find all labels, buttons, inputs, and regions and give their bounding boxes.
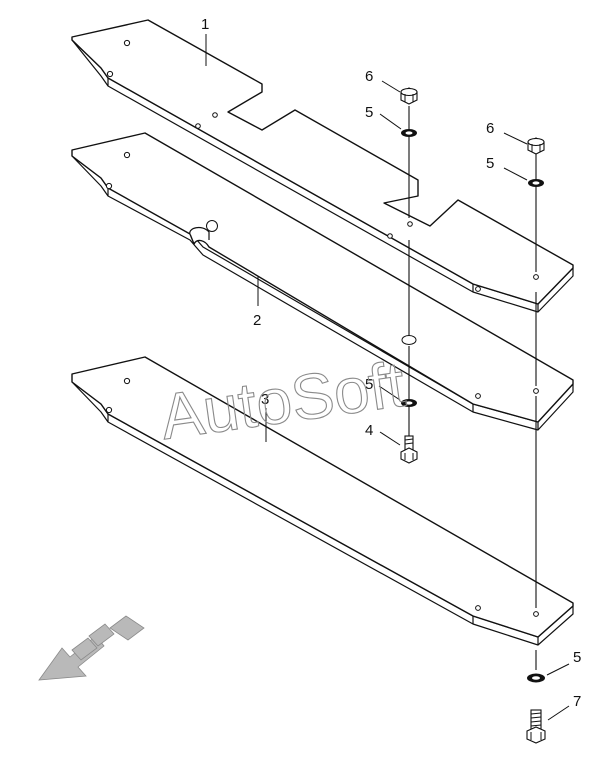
middle-plate <box>71 132 574 431</box>
direction-arrow-icon <box>38 615 145 681</box>
callout-4: 4 <box>365 422 373 439</box>
callout-1: 1 <box>201 16 209 33</box>
callout-6-right: 6 <box>486 120 494 137</box>
upper-plate <box>71 19 574 313</box>
leader-lines <box>205 34 570 721</box>
nut-right-icon <box>527 137 545 155</box>
callout-2: 2 <box>253 312 261 329</box>
nut-left-icon <box>400 87 418 105</box>
washer-bottom-icon <box>527 673 545 683</box>
lower-plate <box>71 356 574 646</box>
washer-upper-right-icon <box>528 179 544 187</box>
callout-5-middle: 5 <box>365 376 373 393</box>
callout-7: 7 <box>573 693 581 710</box>
washer-middle-left-icon <box>401 399 417 407</box>
bolt-short-icon <box>400 435 418 464</box>
callout-6-left: 6 <box>365 68 373 85</box>
callout-5-bottom: 5 <box>573 649 581 666</box>
callout-3: 3 <box>261 391 269 408</box>
callout-5-upper-left: 5 <box>365 104 373 121</box>
washer-upper-left-icon <box>401 129 417 137</box>
bolt-long-icon <box>526 709 546 744</box>
callout-5-upper-right: 5 <box>486 155 494 172</box>
